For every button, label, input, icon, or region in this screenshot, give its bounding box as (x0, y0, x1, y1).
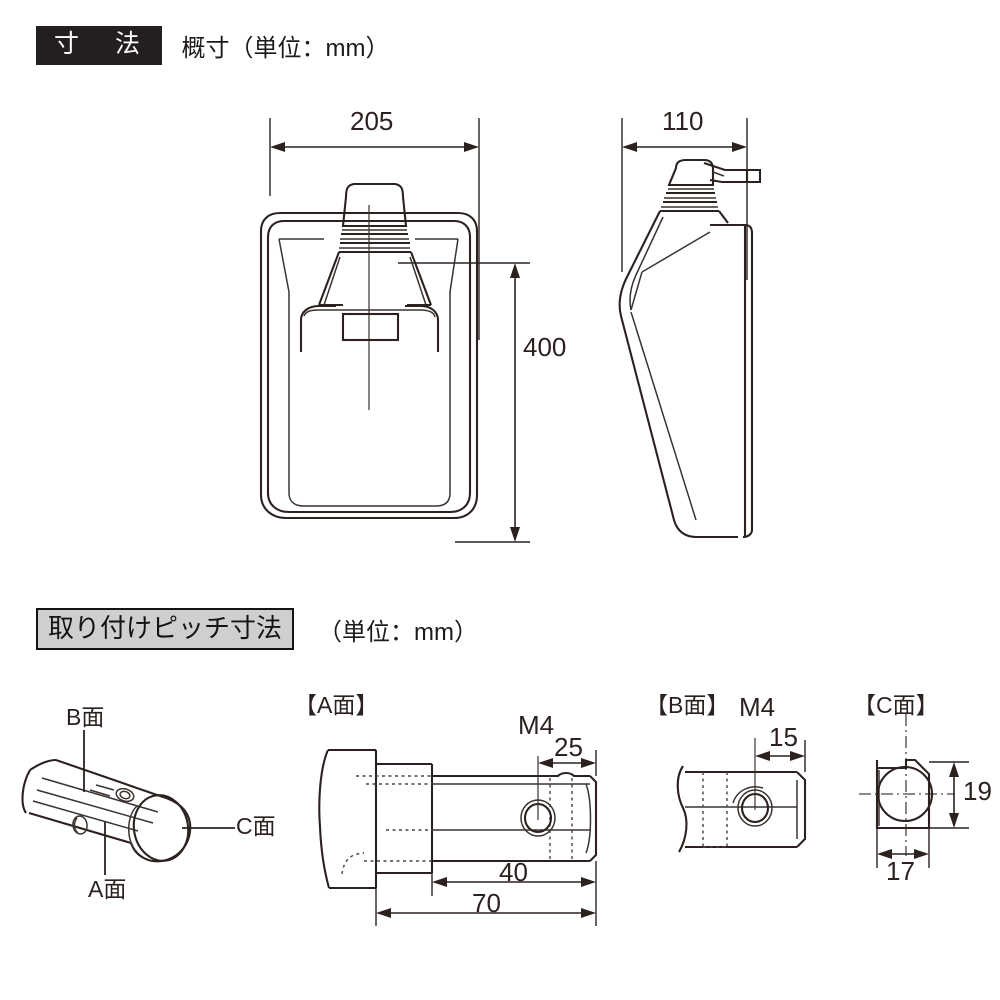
face-a-title: 【A面】 (294, 692, 379, 718)
face-a-dim-40-value: 40 (499, 857, 528, 887)
mirror-cap (339, 182, 411, 254)
face-b-break (676, 765, 688, 853)
face-c-dim-19 (929, 761, 969, 829)
side-depth-dimension (621, 118, 748, 280)
face-a-collar (376, 762, 434, 875)
side-cap (660, 158, 719, 213)
mirror-side-view: 110 (600, 100, 820, 580)
face-a-dim-70-value: 70 (472, 888, 501, 918)
face-a-dim-25-value: 25 (554, 732, 583, 762)
face-c-title: 【C面】 (853, 692, 939, 718)
front-height-value: 400 (523, 332, 567, 362)
face-a-shaft (432, 771, 598, 863)
front-width-dimension (269, 118, 480, 340)
mirror-neck (318, 251, 432, 306)
face-b-thread-label: M4 (739, 692, 776, 722)
face-c-dim-17 (876, 828, 930, 868)
side-depth-value: 110 (662, 106, 704, 136)
face-a-dim-70 (375, 888, 597, 926)
face-b-dim-15 (755, 740, 806, 772)
section-subtitle-mounting-pitch: （単位：mm） (318, 618, 478, 646)
face-b-view: 【B面】 M4 15 (645, 690, 830, 880)
face-b-dim-15-value: 15 (769, 722, 798, 752)
mirror-front-view: 205 400 (240, 100, 600, 580)
front-width-value: 205 (350, 106, 394, 136)
b-face-screw (89, 784, 135, 803)
mirror-shell-outer (259, 211, 479, 520)
mirror-glass-panel (278, 238, 459, 507)
callout-face-b: B面 (66, 704, 105, 730)
face-b-body (685, 770, 807, 849)
section-heading-mounting-pitch: 取り付けピッチ寸法 （単位：mm） (36, 608, 478, 650)
face-b-title: 【B面】 (645, 692, 730, 718)
side-body (618, 210, 754, 539)
face-a-dim-40 (431, 861, 597, 896)
side-connector (703, 162, 762, 184)
face-c-view: 【C面】 19 17 (845, 690, 1000, 890)
face-c-bore (876, 765, 934, 823)
a-face-hole (72, 815, 88, 835)
section-heading-dimensions: 寸 法 概寸（単位：mm） (36, 26, 390, 65)
callout-face-a: A面 (88, 876, 127, 902)
face-c-dim-19-value: 19 (963, 776, 992, 806)
mount-arm-isometric: B面 A面 C面 (20, 700, 300, 940)
face-a-thread-label: M4 (518, 710, 555, 740)
mirror-badge (341, 312, 400, 342)
face-a-hidden-lines (341, 775, 432, 875)
face-a-housing (318, 748, 378, 890)
front-height-dimension (398, 262, 530, 543)
section-tag-dimensions: 寸 法 (36, 26, 162, 65)
section-subtitle-dimensions: 概寸（単位：mm） (181, 35, 390, 62)
callout-face-c: C面 (236, 813, 276, 839)
face-c-dim-17-value: 17 (886, 856, 915, 886)
face-a-dim-25 (538, 750, 597, 776)
section-tag-mounting-pitch: 取り付けピッチ寸法 (36, 608, 295, 650)
c-face-end (128, 794, 190, 862)
face-a-view: 【A面】 M4 25 40 70 (290, 690, 630, 940)
arm-body (21, 758, 192, 863)
